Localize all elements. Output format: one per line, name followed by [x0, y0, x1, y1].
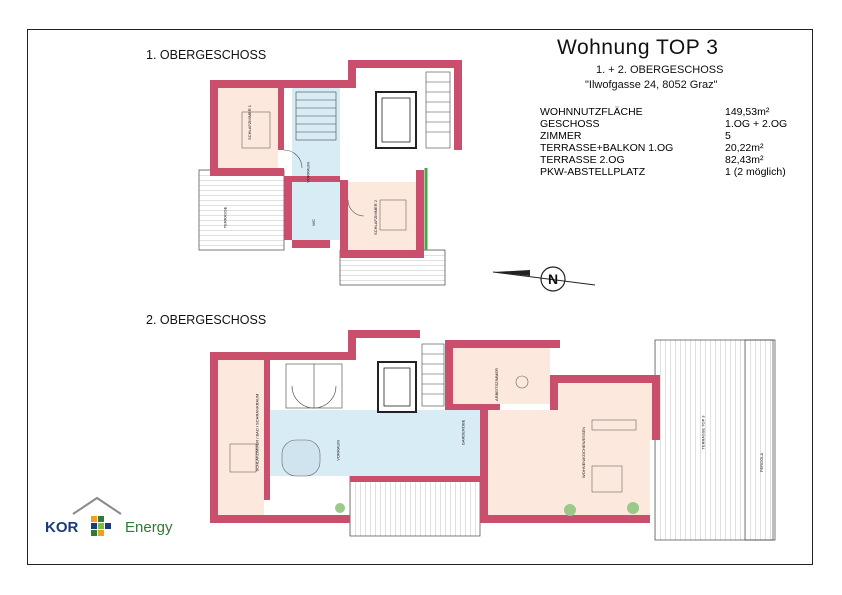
og1-wall-east-b — [416, 170, 424, 250]
room-label-terrasse1: TERRASSE — [222, 206, 228, 229]
og1-lift-inner — [381, 97, 411, 143]
room-label-wc: WC — [310, 219, 316, 226]
og2-wall-int — [264, 360, 270, 500]
spec-value: 5 — [725, 130, 731, 142]
og1-wall-south-a — [292, 240, 330, 248]
spec-label: TERRASSE+BALKON 1.OG — [540, 142, 674, 154]
og1-bed — [241, 111, 271, 149]
page-title: Wohnung TOP 3 — [557, 36, 719, 59]
north-arrow — [492, 266, 596, 292]
og1-desk — [379, 199, 407, 231]
og1-wall-north — [290, 60, 420, 88]
og2-room-kitchen — [558, 383, 652, 440]
spec-value: 20,22m² — [725, 142, 764, 154]
og2-stair-2 — [421, 343, 445, 407]
spec-value: 149,53m² — [725, 106, 770, 118]
og2-bathtub — [281, 439, 321, 477]
og2-lift-inner — [383, 367, 411, 407]
page-subtitle: 1. + 2. OBERGESCHOSS — [596, 64, 724, 76]
spec-row: WOHNNUTZFLÄCHE 149,53m² — [540, 106, 787, 118]
og1-room-schlaf1 — [218, 88, 278, 168]
spec-value: 1.OG + 2.OG — [725, 118, 788, 130]
spec-row: TERRASSE+BALKON 1.OG 20,22m² — [540, 142, 787, 154]
sheet-frame — [27, 29, 813, 565]
og1-wall-east — [420, 60, 462, 150]
plant-2 — [627, 502, 639, 514]
plan-og1 — [198, 60, 462, 286]
spec-row: PKW-ABSTELLPLATZ 1 (2 möglich) — [540, 166, 787, 178]
og1-lift — [375, 91, 417, 149]
og2-chair — [515, 375, 529, 389]
logo-energy-text: Energy — [125, 519, 173, 536]
og1-wall-south-b — [340, 180, 424, 258]
og2-dining-table — [591, 465, 623, 493]
plan-og2 — [210, 330, 776, 541]
og1-room-schlaf2 — [348, 182, 416, 250]
og2-wall-north — [290, 330, 420, 360]
floor-label-og1: 1. OBERGESCHOSS — [146, 48, 267, 62]
og1-door-2 — [347, 199, 365, 217]
spec-value: 82,43m² — [725, 154, 764, 166]
og2-wall-south-b — [350, 476, 480, 482]
logo-kor-text: KOR — [45, 519, 79, 536]
room-label-og2-schlaf: SCHLAFZIMMER / BAD / SCHRANKRAUM — [254, 393, 260, 472]
og1-room-bath — [292, 182, 340, 240]
spec-label: TERRASSE 2.OG — [540, 154, 625, 166]
spec-label: ZIMMER — [540, 130, 582, 142]
room-label-vorraum1: VORRAUM — [305, 162, 311, 183]
spec-row: GESCHOSS 1.OG + 2.OG — [540, 118, 787, 130]
og1-wall-int-b — [292, 176, 340, 182]
address: "Ilwofgasse 24, 8052 Graz" — [585, 79, 718, 91]
plant-1 — [564, 504, 576, 516]
og2-bed — [229, 443, 257, 473]
og1-door-1 — [283, 149, 303, 169]
specs-table: WOHNNUTZFLÄCHE 149,53m² GESCHOSS 1.OG + 2.O… — [540, 106, 787, 178]
og1-wall-int-a — [278, 88, 284, 150]
og1-stair-2 — [425, 71, 451, 149]
spec-row: TERRASSE 2.OG 82,43m² — [540, 154, 787, 166]
plant-3 — [335, 503, 345, 513]
room-label-schlaf1: SCHLAFZIMMER 1 — [246, 105, 252, 140]
room-label-terrasse2: TERRASSE TOP 3 — [700, 415, 706, 450]
room-label-wohnen: WOHNEN/KOCHEN/ESSEN — [581, 426, 587, 479]
room-label-schlaf2: SCHLAFZIMMER 2 — [372, 200, 378, 235]
og2-kitchen-island — [591, 419, 637, 431]
og2-wall-south — [270, 515, 350, 523]
og1-stair — [295, 91, 337, 141]
spec-row: ZIMMER 5 — [540, 130, 787, 142]
house-icon — [72, 496, 122, 536]
og2-wall-int-b — [453, 404, 500, 410]
room-label-arbeit: ARBEITSZIMMER — [493, 368, 499, 401]
spec-value: 1 (2 möglich) — [725, 166, 786, 178]
og2-balcony — [349, 475, 481, 537]
spec-label: PKW-ABSTELLPLATZ — [540, 166, 646, 178]
og2-wall-north-east — [445, 340, 560, 410]
og2-terrace — [654, 339, 774, 541]
og2-stair — [285, 363, 343, 409]
spec-label: WOHNNUTZFLÄCHE — [540, 106, 643, 118]
room-label-pergola: PERGOLA — [759, 452, 765, 473]
spec-label: GESCHOSS — [540, 118, 600, 130]
room-label-og2-vorraum: VORRAUM — [335, 440, 341, 461]
og2-pergola — [744, 339, 776, 541]
og2-wall-east — [550, 375, 660, 440]
og2-room-arbeit — [453, 348, 550, 404]
og1-terrace — [198, 169, 285, 251]
floor-label-og2: 2. OBERGESCHOSS — [146, 313, 267, 327]
og2-room-schlaf — [218, 360, 264, 515]
kor-energy-logo: KOR Energy — [35, 496, 195, 546]
north-label: N — [548, 271, 559, 287]
room-label-garderobe: GARDEROBE — [460, 419, 466, 446]
